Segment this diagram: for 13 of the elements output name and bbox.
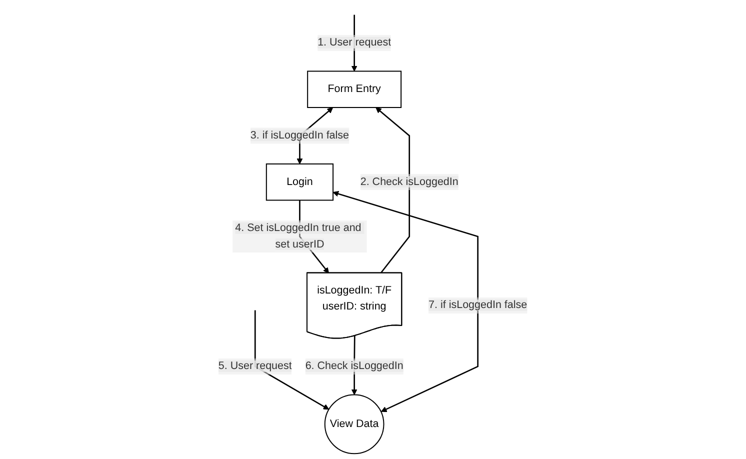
edge-label: 1. User request [318,36,392,48]
edge-label: 7. if isLoggedIn false [428,299,528,311]
node-box: Form Entry [307,70,402,108]
arrow [254,310,330,410]
edge-label: 2. Check isLoggedIn [360,176,459,188]
node-circle: View Data [324,394,384,454]
arrow [333,191,479,412]
edge-label: 4. Set isLoggedIn true and set userID [235,222,362,250]
arrow [376,107,410,274]
edge-label: 5. User request [218,360,292,372]
node-box: Login [266,163,334,201]
edge-label: 6. Check isLoggedIn [306,360,404,372]
edge-label: 3. if isLoggedIn false [250,130,350,142]
